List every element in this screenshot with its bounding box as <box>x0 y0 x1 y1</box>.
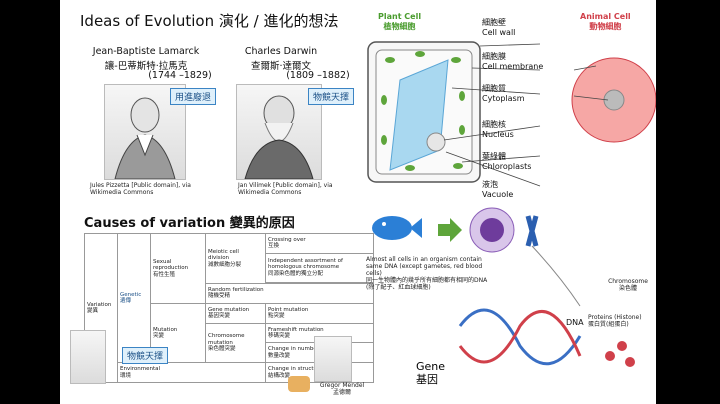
chromosome-icon <box>525 215 539 247</box>
chromosome-label: Chromosome 染色體 <box>608 278 648 292</box>
cytoplasm-zh: 細胞質 <box>482 84 506 93</box>
cell-membrane-zh: 細胞膜 <box>482 52 506 61</box>
chloroplasts-zh: 葉綠體 <box>482 152 506 161</box>
random-cell: Random fertilization 隨機受精 <box>205 283 374 304</box>
nucleus-zh: 細胞核 <box>482 120 506 129</box>
cell-wall-en: Cell wall <box>482 28 516 37</box>
gene-mutation-cell: Gene mutation 基因突變 <box>205 302 266 324</box>
proteins-label: Proteins (Histone) 蛋白質(組蛋白) <box>588 314 642 328</box>
cytoplasm-label: 細胞質 Cytoplasm <box>482 84 525 104</box>
darwin-years: (1809 –1882) <box>286 70 350 81</box>
variation-darwin-bubble: 物競天擇 <box>122 347 169 364</box>
cytoplasm-en: Cytoplasm <box>482 94 525 103</box>
darwin-portrait-sketch <box>244 95 314 180</box>
plant-cell-title: Plant Cell 植物細胞 <box>378 12 422 31</box>
crossing-cell: Crossing over 互換 <box>265 233 374 254</box>
chromosome-mutation-cell: Chromosome mutation 染色體突變 <box>205 322 266 364</box>
nucleus-en: Nucleus <box>482 130 514 139</box>
sexual-cell: Sexual reproduction 有性生殖 <box>150 233 206 304</box>
thumbs-up-icon <box>288 376 310 392</box>
label-lines <box>443 43 609 187</box>
cell-membrane-label: 細胞膜 Cell membrane <box>482 52 543 72</box>
lamarck-name-zh: 讓-巴蒂斯特·拉馬克 <box>104 61 188 72</box>
histone-icon <box>605 351 615 361</box>
cell-wall-zh: 細胞壁 <box>482 18 506 27</box>
plant-nucleus <box>426 132 446 152</box>
darwin-portrait <box>236 84 322 180</box>
vacuole-en: Vacuole <box>482 190 514 199</box>
lamarck-years: (1744 –1829) <box>148 70 212 81</box>
independent-cell: Independent assortment of homologous chr… <box>265 252 374 283</box>
darwin-bubble: 物競天擇 <box>308 88 355 105</box>
animal-nucleus <box>603 89 625 111</box>
fish-icon <box>372 216 412 240</box>
genetic-cell: Genetic 遺傳 <box>117 232 151 364</box>
lamarck-portrait-sketch <box>114 97 176 180</box>
mendel-label: Gregor Mendel 孟德爾 <box>319 382 365 396</box>
cell-membrane-en: Cell membrane <box>482 62 544 71</box>
darwin-name-en: Charles Darwin <box>244 46 318 57</box>
slide: Ideas of Evolution 演化 / 進化的想法 Jean-Bapti… <box>60 0 656 404</box>
chloroplasts <box>381 51 465 171</box>
darwin-mini-portrait <box>70 330 106 384</box>
nucleus-label: 細胞核 Nucleus <box>482 120 514 140</box>
lamarck-bubble: 用進廢退 <box>170 88 217 105</box>
fish-tail <box>410 218 422 238</box>
dna-illustration <box>372 207 635 367</box>
cell-diagram <box>367 41 656 187</box>
dna-note: Almost all cells in an organism contain … <box>366 256 488 291</box>
animal-cell-title: Animal Cell 動物細胞 <box>580 12 631 31</box>
point-cell: Point mutation 點突變 <box>265 302 374 324</box>
darwin-name-zh: 查爾斯·達爾文 <box>250 61 312 72</box>
page-title: Ideas of Evolution 演化 / 進化的想法 <box>80 12 339 30</box>
chloroplasts-label: 葉綠體 Chloroplasts <box>482 152 531 172</box>
dna-label: DNA <box>566 318 584 327</box>
arrow-right-icon <box>438 218 462 242</box>
empty-cell <box>265 281 374 284</box>
chloroplasts-en: Chloroplasts <box>482 162 532 171</box>
dna-helix-b <box>458 309 582 364</box>
meiotic-cell: Meiotic cell division 減數細胞分裂 <box>205 232 266 285</box>
variation-title: Causes of variation 變異的原因 <box>84 216 295 231</box>
lamarck-credit: Jules Pizzetta [Public domain], via Wiki… <box>90 182 191 196</box>
darwin-credit: Jan Vilímek [Public domain], via Wikimed… <box>238 182 333 196</box>
vacuole-zh: 液泡 <box>482 180 498 189</box>
cell-nucleus-icon <box>480 218 504 242</box>
lamarck-name-en: Jean-Baptiste Lamarck <box>92 46 200 57</box>
gene-label: Gene 基因 <box>416 360 446 386</box>
dna-helix-a <box>458 308 582 366</box>
cell-wall-label: 細胞壁 Cell wall <box>482 18 515 38</box>
mendel-portrait <box>314 336 352 382</box>
vacuole-label: 液泡 Vacuole <box>482 180 513 200</box>
environmental-cell: Environmental 環境 <box>117 362 266 383</box>
